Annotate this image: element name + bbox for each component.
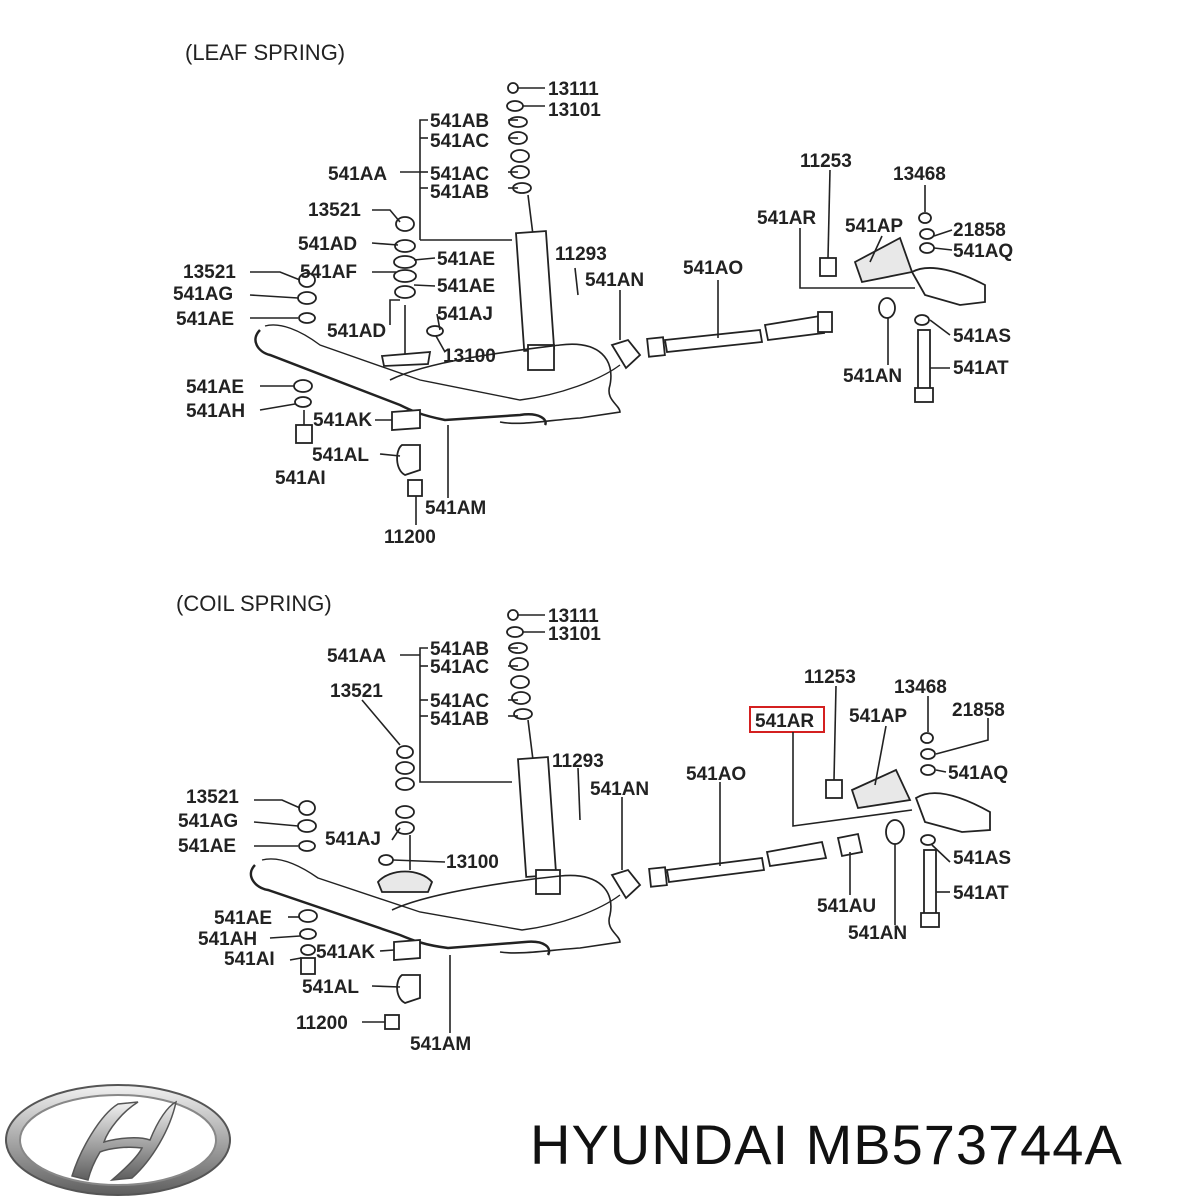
part-label: 541AB bbox=[430, 639, 489, 660]
part-label: 13521 bbox=[186, 787, 239, 808]
part-label: 541AC bbox=[430, 691, 489, 712]
part-label: 541AE bbox=[214, 908, 272, 929]
part-label: 541AH bbox=[186, 401, 245, 422]
part-label: 541AJ bbox=[325, 829, 381, 850]
part-label: 541AE bbox=[186, 377, 244, 398]
coil-bushing-stack bbox=[297, 745, 434, 893]
part-label: 541AI bbox=[224, 949, 275, 970]
part-label: 541AM bbox=[410, 1034, 471, 1055]
part-label: 11253 bbox=[804, 667, 856, 688]
part-label: 541AM bbox=[425, 498, 486, 519]
part-label: 541AA bbox=[327, 646, 386, 667]
coil-axle-housing bbox=[391, 874, 621, 954]
coil-part-labels: 13111 13101 541AA 541AB 541AC 541AC 541A… bbox=[178, 606, 1011, 1055]
part-label: 541AN bbox=[843, 366, 902, 387]
coil-right-bracket bbox=[825, 732, 991, 928]
brand-part-number: HYUNDAI MB573744A bbox=[530, 1113, 1123, 1176]
part-label: 13468 bbox=[893, 164, 946, 185]
part-label: 541AN bbox=[585, 270, 644, 291]
part-label: 541AQ bbox=[948, 763, 1008, 784]
part-label: 541AT bbox=[953, 883, 1009, 904]
part-label: 541AP bbox=[845, 216, 903, 237]
leaf-leader-lines bbox=[249, 87, 953, 525]
part-label: 541AC bbox=[430, 164, 489, 185]
coil-section-title: (COIL SPRING) bbox=[176, 591, 332, 616]
part-label: 541AC bbox=[430, 657, 489, 678]
part-label: 13468 bbox=[894, 677, 947, 698]
part-label: 11200 bbox=[384, 527, 436, 548]
part-label: 541AJ bbox=[437, 304, 493, 325]
part-label: 541AD bbox=[327, 321, 386, 342]
leaf-section-title: (LEAF SPRING) bbox=[185, 40, 345, 65]
leaf-bushing-stack bbox=[297, 216, 444, 367]
part-label: 13111 bbox=[548, 606, 599, 627]
part-label: 11293 bbox=[552, 751, 604, 772]
part-label: 541AL bbox=[302, 977, 359, 998]
part-label: 541AK bbox=[313, 410, 372, 431]
part-label: 13521 bbox=[183, 262, 236, 283]
coil-lateral-rod bbox=[610, 832, 864, 900]
leaf-lower-stack bbox=[293, 379, 423, 497]
part-label: 541AO bbox=[683, 258, 743, 279]
part-label: 541AQ bbox=[953, 241, 1013, 262]
part-label: 11293 bbox=[555, 244, 607, 265]
part-label: 541AT bbox=[953, 358, 1009, 379]
highlight-box bbox=[749, 706, 825, 733]
part-label: 13101 bbox=[548, 624, 601, 645]
part-label: 541AS bbox=[953, 326, 1011, 347]
part-label: 541AE bbox=[437, 249, 495, 270]
leaf-axle-housing bbox=[389, 343, 621, 425]
part-label: 541AU bbox=[817, 896, 876, 917]
part-label: 541AN bbox=[848, 923, 907, 944]
part-label: 13101 bbox=[548, 100, 601, 121]
part-label: 541AG bbox=[173, 284, 233, 305]
part-label: 13100 bbox=[446, 852, 499, 873]
coil-lower-stack bbox=[298, 909, 421, 1030]
coil-shock-absorber bbox=[506, 609, 561, 895]
part-label: 13521 bbox=[308, 200, 361, 221]
leaf-right-bracket bbox=[819, 212, 986, 403]
part-label: 541AA bbox=[328, 164, 387, 185]
part-label: 541AB bbox=[430, 111, 489, 132]
highlighted-part-label: 541AR bbox=[755, 711, 814, 732]
part-label: 541AE bbox=[437, 276, 495, 297]
part-label: 541AK bbox=[316, 942, 375, 963]
coil-leader-lines bbox=[253, 614, 989, 1033]
part-label: 13100 bbox=[443, 346, 496, 367]
coil-spring-section: (COIL SPRING) bbox=[176, 591, 1011, 1055]
leaf-shock-absorber bbox=[506, 82, 556, 371]
part-label: 541AI bbox=[275, 468, 326, 489]
part-label: 541AG bbox=[178, 811, 238, 832]
part-label: 13521 bbox=[330, 681, 383, 702]
part-label: 11200 bbox=[296, 1013, 348, 1034]
leaf-part-labels: 13111 13101 541AB 541AC 541AA 541AC 541A… bbox=[173, 79, 1013, 548]
part-label: 541AO bbox=[686, 764, 746, 785]
part-label: 541AS bbox=[953, 848, 1011, 869]
leaf-lateral-rod bbox=[610, 311, 833, 370]
hyundai-logo-icon bbox=[5, 1084, 231, 1196]
part-label: 541AL bbox=[312, 445, 369, 466]
leaf-spring-section: (LEAF SPRING) bbox=[173, 40, 1013, 548]
part-label: 541AP bbox=[849, 706, 907, 727]
part-label: 13111 bbox=[548, 79, 599, 100]
part-label: 541AD bbox=[298, 234, 357, 255]
part-label: 541AF bbox=[300, 262, 357, 283]
part-label: 541AC bbox=[430, 131, 489, 152]
part-label: 541AN bbox=[590, 779, 649, 800]
part-label: 21858 bbox=[952, 700, 1005, 721]
part-label: 541AR bbox=[757, 208, 816, 229]
part-label: 541AB bbox=[430, 709, 489, 730]
part-label: 541AE bbox=[178, 836, 236, 857]
part-label: 541AB bbox=[430, 182, 489, 203]
part-label: 11253 bbox=[800, 151, 852, 172]
part-label: 541AE bbox=[176, 309, 234, 330]
part-label: 541AH bbox=[198, 929, 257, 950]
part-label: 21858 bbox=[953, 220, 1006, 241]
